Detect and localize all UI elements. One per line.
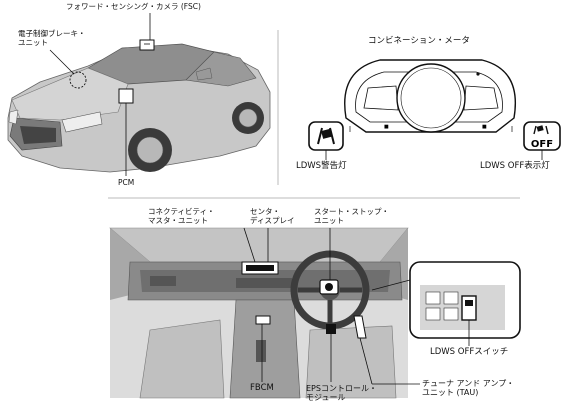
tau-box-icon: [353, 315, 367, 339]
ldws-warning-label: LDWS警告灯: [296, 161, 347, 171]
tau-label: チューナ アンド アンプ・ ユニット (TAU): [422, 379, 515, 397]
start-stop-label: スタート・ストップ・ ユニット: [314, 207, 389, 225]
brake-unit-marker: [69, 71, 87, 89]
eps-label: EPSコントロール・ モジュール: [306, 384, 377, 402]
combination-meter-label: コンビネーション・メータ: [368, 36, 470, 46]
svg-text:■: ■: [384, 124, 389, 130]
ldws-warning-lamp-icon: [308, 121, 344, 151]
ldws-off-indicator-label: LDWS OFF表示灯: [480, 161, 550, 171]
ldws-off-switch-icon: [461, 295, 477, 321]
brake-unit-leader: [49, 49, 75, 75]
brake-unit-label: 電子制御ブレーキ・ ユニット: [18, 29, 86, 47]
off-text: OFF: [531, 139, 553, 150]
fsc-label: フォワード・センシング・カメラ (FSC): [66, 2, 201, 11]
pcm-box-icon: [118, 88, 134, 104]
fsc-camera-icon: [139, 39, 155, 51]
ldws-off-indicator-icon: OFF: [523, 121, 561, 151]
car-illustration: [7, 43, 271, 173]
fbcm-box-icon: [255, 315, 271, 325]
pcm-label: PCM: [118, 178, 135, 187]
eps-module-icon: [326, 324, 336, 334]
svg-text:■: ■: [482, 124, 487, 130]
cmu-label: コネクティビティ・ マスタ・ユニット: [148, 207, 215, 225]
fbcm-label: FBCM: [250, 383, 274, 393]
ldws-off-switch-detail: [409, 261, 521, 339]
switch-callout-line: [371, 279, 411, 291]
interior-illustration: [109, 227, 409, 399]
tau-leader: [359, 337, 373, 385]
cmu-leader: [243, 227, 256, 263]
center-display-label: センタ・ ディスプレイ: [250, 207, 295, 225]
ldws-off-switch-label: LDWS OFFスイッチ: [430, 347, 509, 357]
combination-meter-graphic: ■ ■: [344, 59, 516, 133]
